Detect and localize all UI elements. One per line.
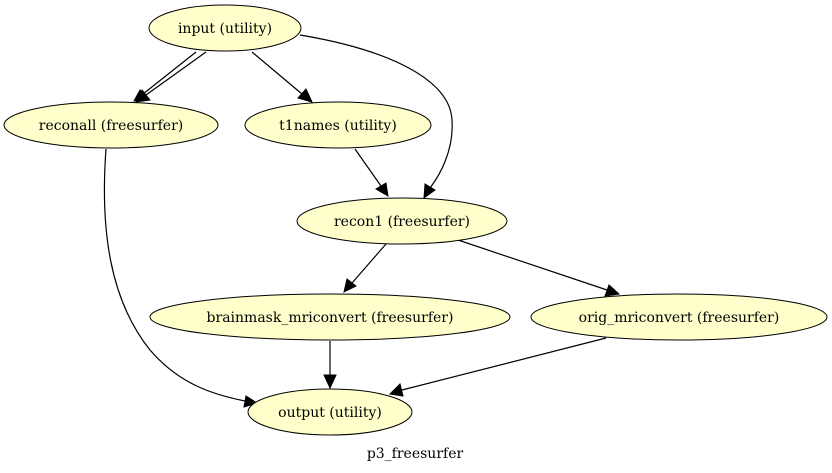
edge-recon1-brainmask bbox=[343, 243, 387, 293]
edge-reconall-output bbox=[103, 148, 259, 408]
node-label-orig: orig_mriconvert (freesurfer) bbox=[579, 310, 780, 326]
edge-orig-output bbox=[388, 337, 607, 397]
nodes: input (utility) reconall (freesurfer) t1… bbox=[3, 4, 828, 436]
node-label-brainmask: brainmask_mriconvert (freesurfer) bbox=[207, 310, 454, 326]
edge-input-recon1 bbox=[299, 34, 453, 200]
node-label-input: input (utility) bbox=[178, 21, 272, 37]
node-label-recon1: recon1 (freesurfer) bbox=[334, 214, 470, 230]
node-label-output: output (utility) bbox=[278, 405, 382, 421]
node-input: input (utility) bbox=[148, 4, 302, 52]
node-label-t1names: t1names (utility) bbox=[279, 118, 397, 134]
node-orig: orig_mriconvert (freesurfer) bbox=[530, 293, 828, 341]
edge-recon1-orig bbox=[457, 239, 621, 297]
node-t1names: t1names (utility) bbox=[244, 101, 432, 149]
node-recon1: recon1 (freesurfer) bbox=[296, 197, 508, 245]
graph-title: p3_freesurfer bbox=[367, 446, 464, 462]
node-output: output (utility) bbox=[247, 388, 413, 436]
edge-input-reconall-2 bbox=[133, 51, 197, 102]
edge-t1names-recon1 bbox=[354, 148, 389, 197]
edge-input-t1names bbox=[251, 51, 313, 103]
node-label-reconall: reconall (freesurfer) bbox=[39, 118, 183, 134]
edge-brainmask-output bbox=[323, 341, 337, 390]
node-brainmask: brainmask_mriconvert (freesurfer) bbox=[149, 293, 511, 341]
node-reconall: reconall (freesurfer) bbox=[3, 101, 219, 149]
edges bbox=[103, 34, 621, 408]
